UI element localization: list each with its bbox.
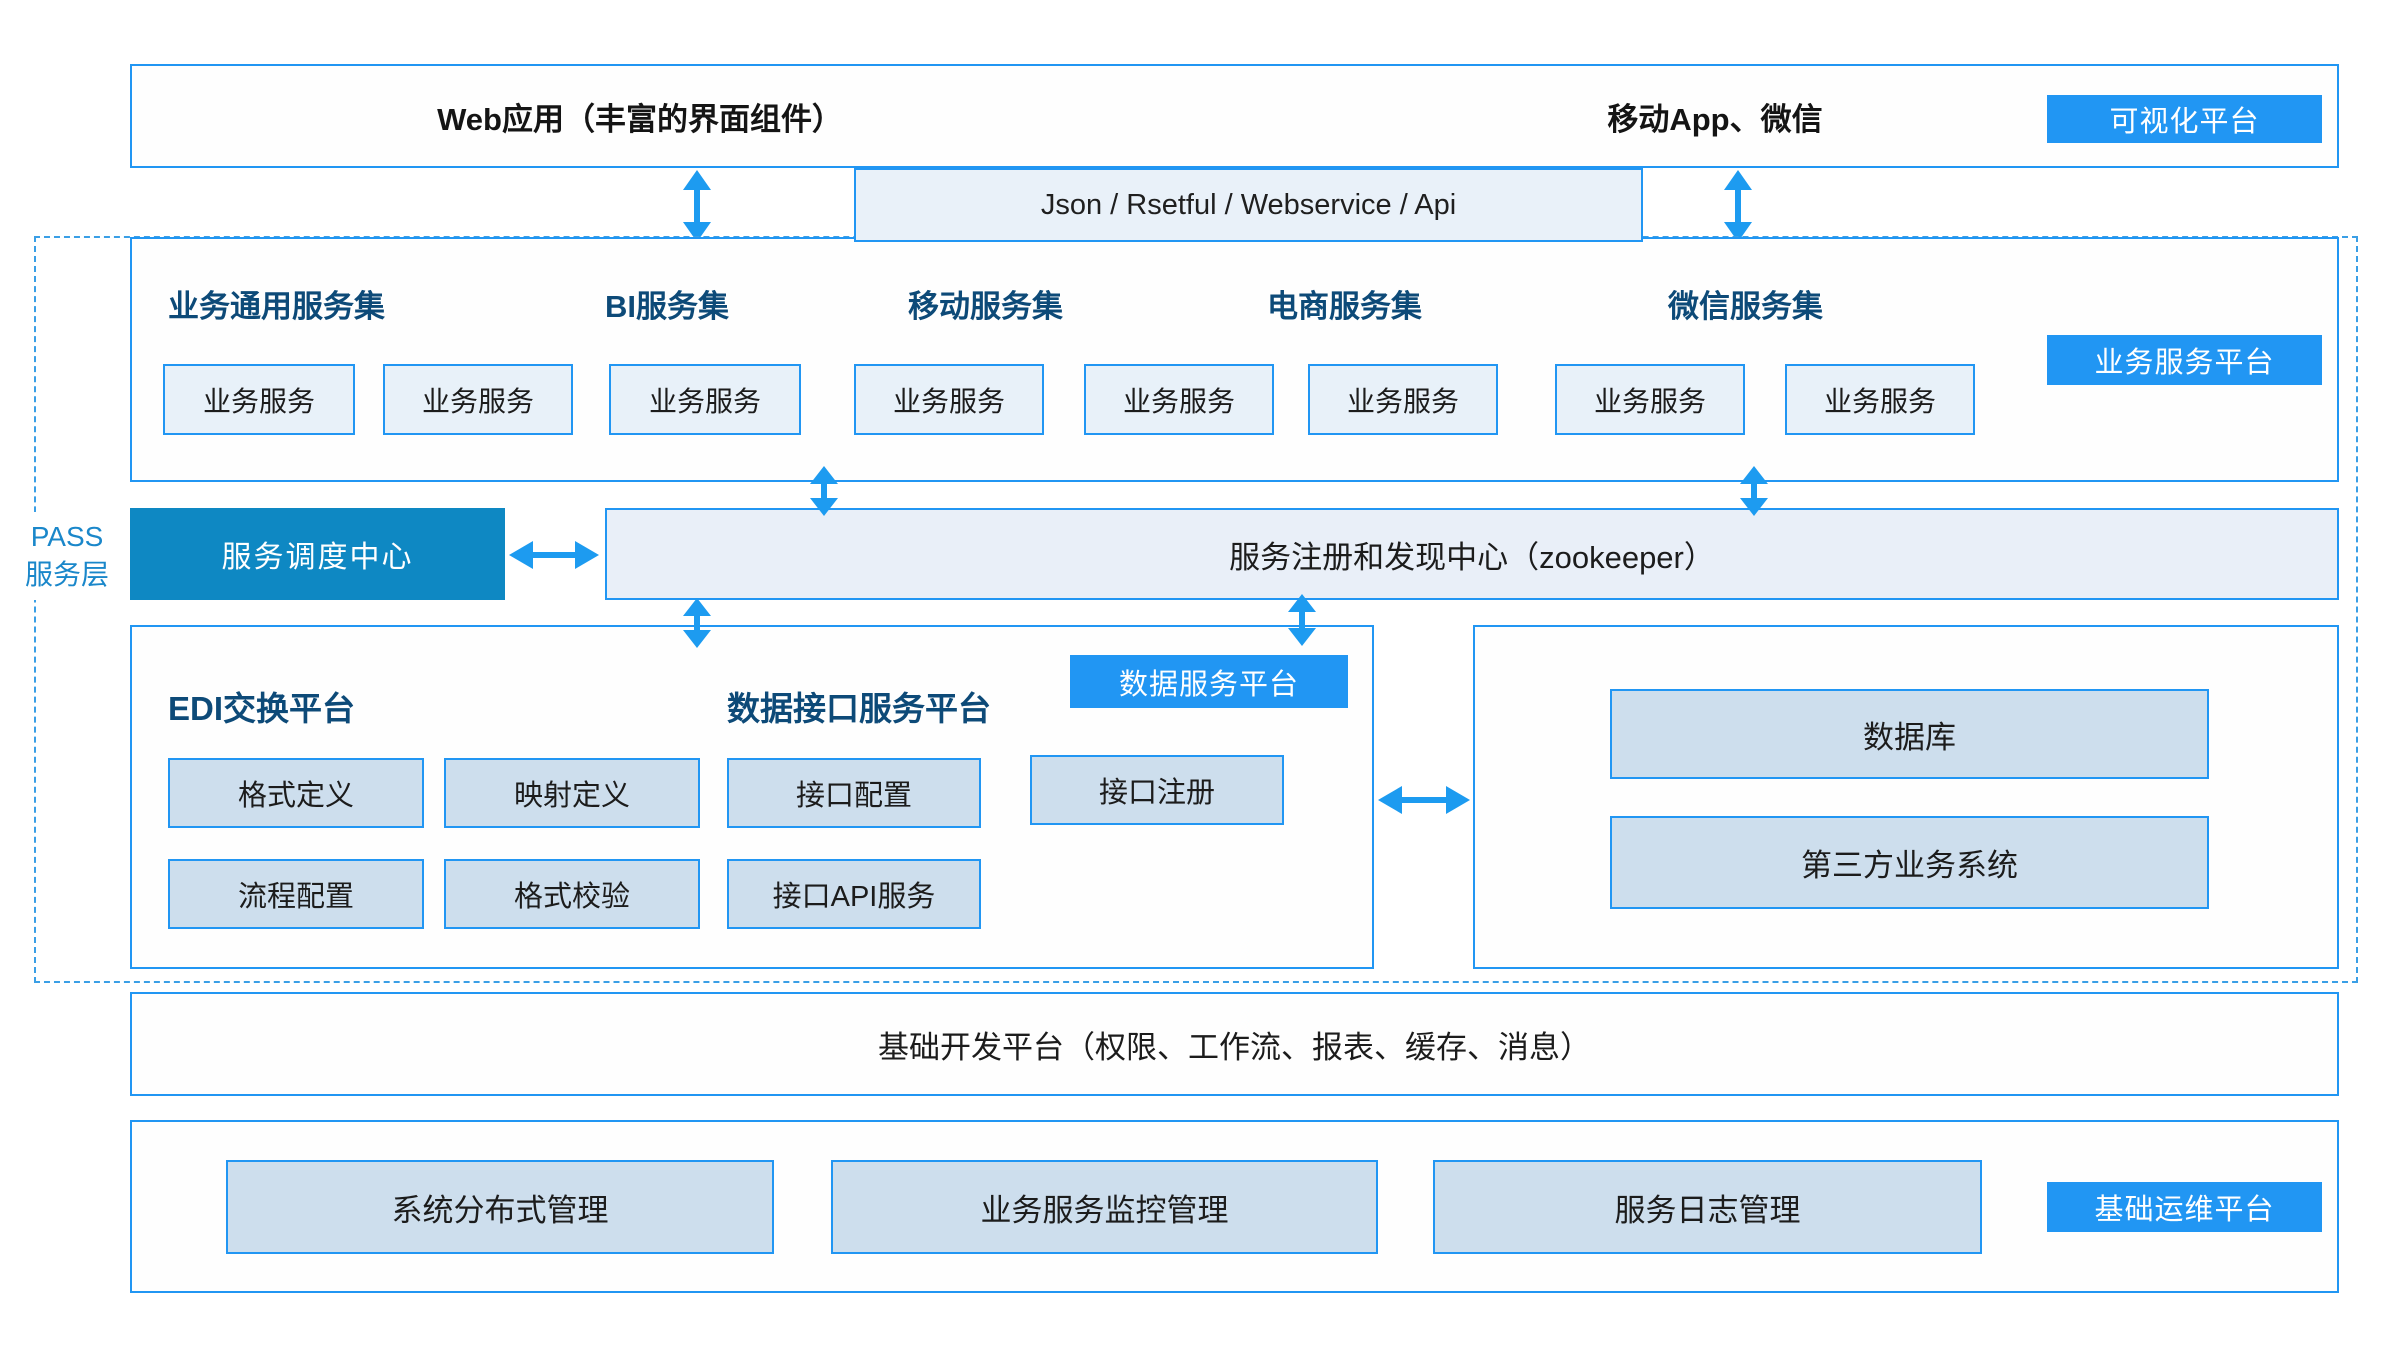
dispatch-center-box: 服务调度中心 — [130, 508, 505, 600]
service-box: 业务服务 — [1785, 364, 1975, 435]
double-arrow-registry-edi-icon — [1288, 594, 1316, 646]
double-arrow-mobile-services-icon — [1724, 170, 1752, 242]
double-arrow-platform-registry-icon — [810, 466, 838, 516]
pass-layer-label-line1: PASS — [30, 521, 104, 552]
data-service-platform-badge: 数据服务平台 — [1070, 655, 1348, 708]
edi-box-interface-register: 接口注册 — [1030, 755, 1284, 825]
group-title-wechat: 微信服务集 — [1668, 289, 1823, 324]
pass-layer-label: PASS 服务层 — [16, 512, 118, 600]
group-title-common: 业务通用服务集 — [168, 289, 385, 324]
service-box: 业务服务 — [1308, 364, 1498, 435]
ops-box-service-logs: 服务日志管理 — [1433, 1160, 1982, 1254]
double-arrow-web-services-icon — [683, 170, 711, 242]
top-apps-panel — [130, 64, 2339, 168]
group-title-bi: BI服务集 — [605, 289, 729, 324]
interface-platform-title: 数据接口服务平台 — [727, 690, 991, 727]
visual-platform-badge: 可视化平台 — [2047, 95, 2322, 143]
edi-box-format-definition: 格式定义 — [168, 758, 424, 828]
business-service-platform-badge: 业务服务平台 — [2047, 335, 2322, 385]
business-service-platform-panel — [130, 237, 2339, 482]
edi-box-interface-api: 接口API服务 — [727, 859, 981, 929]
ops-box-distributed-management: 系统分布式管理 — [226, 1160, 774, 1254]
service-box: 业务服务 — [854, 364, 1044, 435]
web-app-label: Web应用（丰富的界面组件） — [437, 101, 843, 137]
double-arrow-edi-external-icon — [1378, 786, 1470, 814]
foundation-dev-platform-bar: 基础开发平台（权限、工作流、报表、缓存、消息） — [130, 992, 2339, 1096]
group-title-ecommerce: 电商服务集 — [1267, 289, 1422, 324]
edi-platform-title: EDI交换平台 — [168, 690, 356, 727]
service-box: 业务服务 — [1084, 364, 1274, 435]
service-box: 业务服务 — [383, 364, 573, 435]
double-arrow-platform-registry-icon — [1740, 466, 1768, 516]
service-box: 业务服务 — [609, 364, 801, 435]
api-protocol-bar: Json / Rsetful / Webservice / Api — [854, 168, 1643, 242]
service-box: 业务服务 — [1555, 364, 1745, 435]
mobile-app-label: 移动App、微信 — [1607, 101, 1823, 137]
ops-box-service-monitoring: 业务服务监控管理 — [831, 1160, 1378, 1254]
registry-center-box: 服务注册和发现中心（zookeeper） — [605, 508, 2339, 600]
group-title-mobile: 移动服务集 — [908, 289, 1063, 324]
ops-platform-badge: 基础运维平台 — [2047, 1182, 2322, 1232]
edi-box-process-config: 流程配置 — [168, 859, 424, 929]
edi-box-mapping-definition: 映射定义 — [444, 758, 700, 828]
double-arrow-registry-edi-icon — [683, 598, 711, 648]
third-party-system-box: 第三方业务系统 — [1610, 816, 2209, 909]
pass-layer-label-line2: 服务层 — [24, 558, 109, 590]
double-arrow-dispatch-registry-icon — [509, 541, 599, 569]
edi-box-format-validation: 格式校验 — [444, 859, 700, 929]
database-box: 数据库 — [1610, 689, 2209, 779]
external-systems-panel — [1473, 625, 2339, 969]
edi-box-interface-config: 接口配置 — [727, 758, 981, 828]
service-box: 业务服务 — [163, 364, 355, 435]
